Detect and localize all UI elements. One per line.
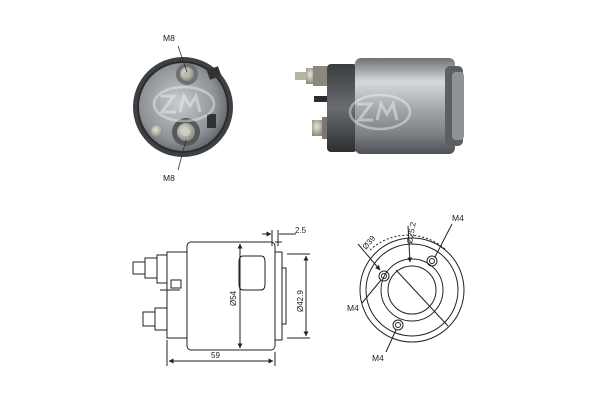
terminal-bottom [151, 114, 216, 146]
zm-logo-watermark [152, 85, 216, 123]
metal-housing [355, 58, 455, 154]
thread-label-bottom: M8 [163, 173, 175, 183]
outer-circle [359, 237, 465, 343]
thread-m4-left-label: M4 [347, 303, 359, 313]
small-stud [151, 125, 163, 137]
hole-bottom [392, 319, 404, 331]
photo-top-view: M8 M8 [133, 33, 233, 183]
leader-m4-top [434, 223, 453, 258]
zm-logo-watermark-2 [348, 93, 412, 131]
dim-flange-label: 2.5 [295, 226, 307, 235]
photo-side-view [295, 58, 464, 154]
body-window [238, 255, 266, 291]
hole-left [378, 270, 390, 282]
dim-line-bolt-circle [357, 243, 381, 271]
leader-m4-bottom [385, 329, 397, 353]
callout-line-top [177, 45, 188, 73]
dim-center-bore-label: Ø25.2 [405, 221, 418, 245]
center-bore [380, 258, 444, 322]
cap-outline [166, 251, 188, 339]
dim-length-label: 59 [211, 351, 220, 360]
flange-outline [274, 251, 283, 341]
terminal-top [176, 63, 222, 85]
dim-bolt-circle-label: Ø39 [361, 233, 378, 251]
thread-m4-bottom-label: M4 [372, 353, 384, 363]
hole-top-right [426, 255, 438, 267]
drawing-end-view [357, 223, 465, 353]
stud-top [295, 72, 309, 80]
dim-boss-diameter-label: Ø42.9 [296, 290, 305, 312]
nut-top [132, 261, 146, 275]
dim-line-center-bore [407, 225, 413, 263]
spade-terminal [314, 96, 332, 102]
plastic-cap [327, 64, 357, 152]
nut-bottom [142, 311, 156, 327]
dim-body-diameter-label: Ø54 [229, 290, 238, 306]
callout-line-bottom [177, 139, 187, 171]
stud-bottom [312, 120, 324, 136]
thread-m4-top-label: M4 [452, 213, 464, 223]
thread-label-top: M8 [163, 33, 175, 43]
drawing-side-view [132, 230, 310, 366]
leader-m4-left [361, 279, 382, 304]
